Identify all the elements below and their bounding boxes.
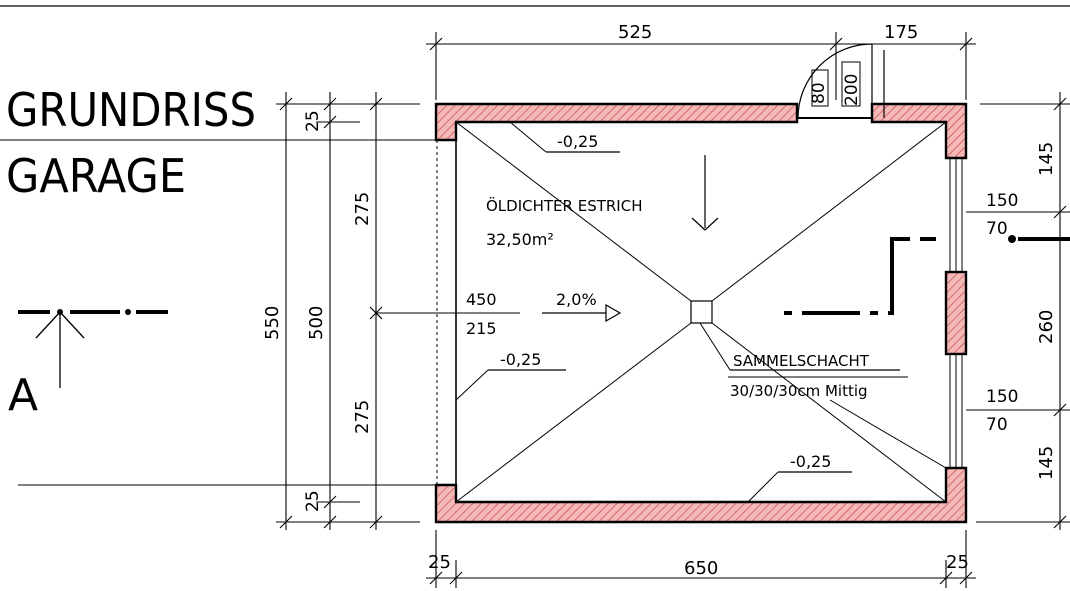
section-line: [784, 235, 1070, 315]
dim-right-bottom: 145: [1036, 446, 1057, 480]
dim-bottom-main: 650: [684, 558, 718, 579]
drain-box: [690, 300, 713, 324]
slope-label: 2,0%: [556, 290, 597, 309]
dim-right-top: 145: [1036, 142, 1057, 176]
slope-arrow: [605, 303, 622, 323]
dim-right-window-bottom: 150: [986, 387, 1018, 407]
dim-left-upper: 275: [352, 192, 373, 226]
door-dim-80: 80: [809, 82, 829, 104]
wall-top-left: [434, 102, 799, 142]
floor-area: 32,50m²: [486, 230, 554, 249]
drain-spec: 30/30/30cm Mittig: [730, 382, 868, 400]
wall-right-pier: [944, 270, 968, 356]
floor-material: ÖLDICHTER ESTRICH: [486, 196, 642, 215]
dim-bottom-right: 25: [946, 552, 969, 573]
right-dimension-chain: [966, 92, 1070, 530]
level-top: -0,25: [557, 132, 598, 151]
drain-leader: [699, 322, 731, 371]
dim-left-lower: 275: [352, 400, 373, 434]
wall-bottom: [434, 466, 968, 524]
windows-right: [949, 158, 963, 468]
opening-dim-top: 450: [466, 290, 497, 309]
title-line-1: GRUNDRISS: [6, 83, 256, 137]
level-bottom: -0,25: [790, 452, 831, 471]
dim-bottom-left: 25: [428, 552, 451, 573]
level-leader-bottom: [747, 471, 779, 503]
top-dimension-chain: [426, 32, 976, 100]
level-leader-left: [455, 369, 489, 401]
bottom-dimension-chain: [426, 530, 976, 588]
level-left: -0,25: [500, 350, 541, 369]
drain-name: SAMMELSCHACHT: [733, 352, 870, 370]
dim-right-window-top: 150: [986, 191, 1018, 211]
dim-right-mid: 260: [1036, 310, 1057, 344]
door-swing: [797, 43, 885, 119]
left-dimension-chains: [0, 92, 436, 530]
section-marker-a: A: [8, 309, 168, 421]
level-leader-top: [509, 121, 547, 153]
dim-left-overall: 550: [262, 306, 283, 340]
section-label: A: [8, 370, 38, 421]
wall-top-right: [870, 102, 968, 160]
dim-left-wall-top: 25: [303, 110, 323, 132]
dim-right-window-bottom-sub: 70: [986, 415, 1008, 435]
dim-left-wall-bottom: 25: [303, 490, 323, 512]
dim-top-main: 525: [618, 22, 652, 43]
opening-dim-bottom: 215: [466, 319, 497, 338]
title-line-2: GARAGE: [6, 149, 186, 203]
down-arrow: [691, 155, 719, 231]
dim-left-inner: 500: [306, 306, 327, 340]
dim-right-window-top-sub: 70: [986, 219, 1008, 239]
walls: [434, 102, 968, 524]
slope-lines: [455, 121, 947, 503]
door-dim-200: 200: [842, 74, 862, 106]
dim-top-door: 175: [884, 22, 918, 43]
